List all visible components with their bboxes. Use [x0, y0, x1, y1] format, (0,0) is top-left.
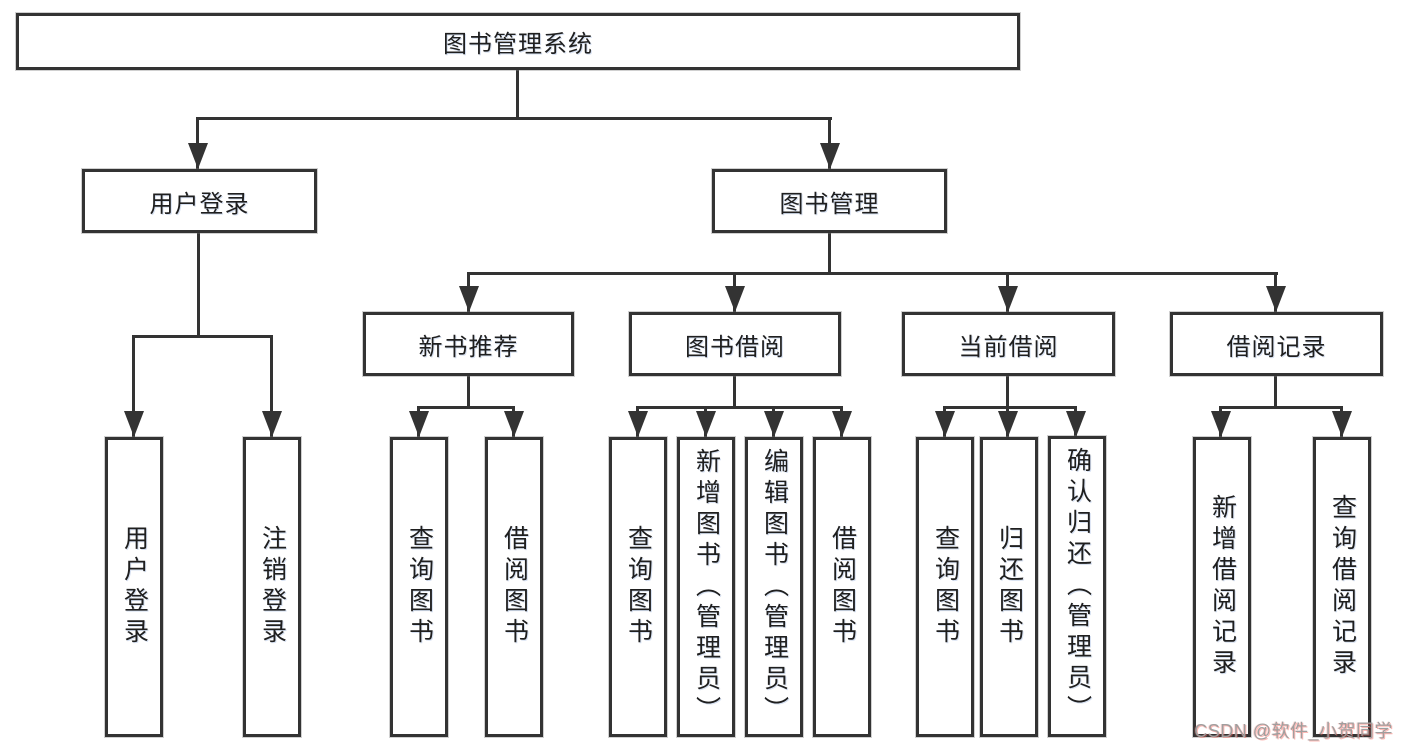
node-label: 图书管理	[779, 190, 880, 218]
node-user-login: 用户登录	[82, 169, 317, 233]
node-root: 图书管理系统	[16, 13, 1020, 70]
arrowhead-icon	[1332, 411, 1352, 437]
node-user-login-leaf: 用户登录	[105, 437, 163, 737]
node-borrow-book-2: 借阅图书	[813, 437, 871, 737]
node-label: 当前借阅	[958, 333, 1059, 361]
node-query-borrow-record: 查询借阅记录	[1313, 437, 1371, 737]
arrowhead-icon	[459, 286, 479, 312]
node-label: 查询图书	[624, 525, 653, 649]
node-logout-leaf: 注销登录	[243, 437, 301, 737]
node-label: 借阅图书	[500, 525, 529, 649]
connector-line	[1219, 406, 1343, 409]
node-current-borrow: 当前借阅	[902, 312, 1115, 376]
node-label: 查询图书	[405, 525, 434, 649]
node-query-book-2: 查询图书	[609, 437, 667, 737]
node-label: 图书管理系统	[443, 31, 593, 58]
node-label: 确认归还（管理员）	[1063, 447, 1092, 726]
connector-line	[1006, 376, 1009, 407]
node-book-borrow: 图书借阅	[629, 312, 841, 376]
arrowhead-icon	[725, 286, 745, 312]
node-add-book-admin: 新增图书（管理员）	[677, 437, 735, 737]
connector-line	[132, 335, 273, 338]
arrowhead-icon	[998, 286, 1018, 312]
connector-line	[417, 406, 515, 409]
arrowhead-icon	[262, 411, 282, 437]
connector-line	[196, 117, 832, 120]
node-confirm-return-admin: 确认归还（管理员）	[1048, 436, 1106, 737]
node-new-book-recommend: 新书推荐	[363, 312, 574, 376]
node-label: 查询借阅记录	[1328, 494, 1357, 680]
node-query-book-1: 查询图书	[390, 437, 448, 737]
node-label: 查询图书	[931, 525, 960, 649]
node-book-management: 图书管理	[712, 169, 947, 233]
node-label: 新增借阅记录	[1208, 494, 1237, 680]
connector-line	[467, 376, 470, 407]
connector-line	[270, 336, 273, 437]
arrowhead-icon	[1266, 286, 1286, 312]
arrowhead-icon	[764, 411, 784, 437]
arrowhead-icon	[409, 411, 429, 437]
node-label: 编辑图书（管理员）	[760, 447, 789, 727]
node-add-borrow-record: 新增借阅记录	[1193, 437, 1251, 737]
arrowhead-icon	[696, 411, 716, 437]
node-return-book: 归还图书	[980, 437, 1038, 737]
node-label: 新增图书（管理员）	[692, 447, 721, 727]
connector-line	[132, 336, 135, 437]
connector-line	[197, 233, 200, 336]
node-label: 借阅图书	[828, 525, 857, 649]
connector-line	[943, 406, 1077, 409]
node-label: 图书借阅	[685, 333, 785, 361]
arrowhead-icon	[504, 411, 524, 437]
arrowhead-icon	[124, 411, 144, 437]
node-label: 借阅记录	[1226, 333, 1327, 361]
connector-line	[516, 69, 519, 119]
csdn-watermark: CSDN @软件_小贺同学	[1194, 721, 1393, 741]
arrowhead-icon	[998, 411, 1018, 437]
connector-line	[828, 233, 831, 274]
connector-line	[467, 272, 1278, 275]
arrowhead-icon	[820, 143, 840, 169]
node-label: 注销登录	[258, 525, 287, 649]
node-label: 新书推荐	[418, 333, 519, 361]
arrowhead-icon	[832, 411, 852, 437]
arrowhead-icon	[1066, 411, 1086, 437]
node-label: 用户登录	[149, 190, 250, 218]
arrowhead-icon	[628, 411, 648, 437]
arrowhead-icon	[188, 143, 208, 169]
node-borrow-records: 借阅记录	[1170, 312, 1383, 376]
node-query-book-3: 查询图书	[916, 437, 974, 737]
connector-line	[1274, 376, 1277, 407]
node-label: 用户登录	[120, 525, 149, 649]
node-label: 归还图书	[995, 525, 1024, 649]
arrowhead-icon	[935, 411, 955, 437]
connector-line	[636, 406, 843, 409]
node-borrow-book-1: 借阅图书	[485, 437, 543, 737]
arrowhead-icon	[1211, 411, 1231, 437]
node-edit-book-admin: 编辑图书（管理员）	[745, 437, 803, 737]
connector-line	[733, 376, 736, 407]
